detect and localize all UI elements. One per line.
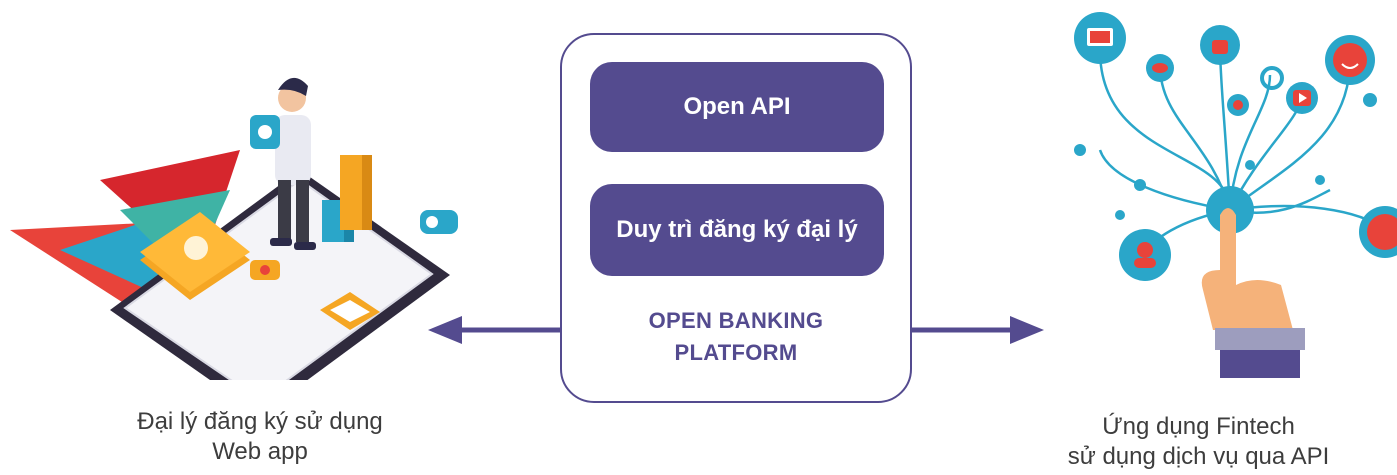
bar-chart-icon [322, 155, 372, 242]
arrow-right-icon [910, 316, 1044, 344]
agent-registration-block: Duy trì đăng ký đại lý [590, 184, 884, 276]
user-card-icon [140, 212, 250, 300]
small-card-icon [250, 260, 280, 280]
web-app-illustration [10, 77, 458, 380]
smiley-icon [1325, 35, 1375, 85]
fintech-network-illustration [1074, 12, 1397, 378]
chat-icon [1146, 54, 1174, 82]
location-pin-icon [1260, 66, 1284, 90]
decorative-dots [1074, 93, 1377, 220]
open-api-block: Open API [590, 62, 884, 152]
arrow-left-icon [428, 316, 562, 344]
fintech-caption: Ứng dụng Fintech sử dụng dịch vụ qua API [1067, 413, 1330, 470]
person-icon [250, 77, 316, 250]
web-app-caption: Đại lý đăng ký sử dụng Web app [137, 408, 383, 465]
hand-icon [1201, 208, 1305, 378]
video-icon [1286, 82, 1318, 114]
toggle-icon [420, 210, 458, 234]
open-banking-platform-box: Open API Duy trì đăng ký đại lý OPEN BAN… [560, 33, 912, 403]
monitor-icon [1074, 12, 1126, 64]
user-icon [1119, 229, 1171, 281]
record-icon [1227, 94, 1249, 116]
platform-title: OPEN BANKING PLATFORM [648, 308, 824, 365]
globe-icon [1359, 206, 1397, 258]
mail-icon [320, 292, 380, 330]
like-icon [1200, 25, 1240, 65]
